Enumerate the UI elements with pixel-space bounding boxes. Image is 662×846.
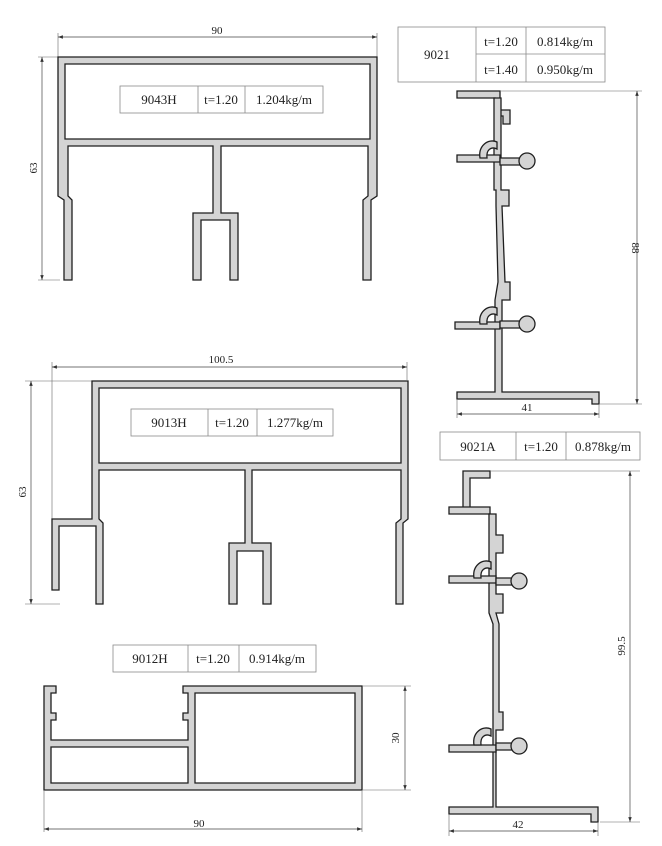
profile-code: 9021	[424, 47, 450, 62]
dim-label: 41	[522, 402, 533, 414]
dimension-9013h-height: 63	[17, 380, 92, 605]
bulb-9021-1	[518, 152, 536, 170]
unit-weight: 0.914kg/m	[249, 651, 305, 666]
dimension-9021a-height: 99.5	[490, 470, 640, 823]
bulb-9021a-1	[510, 572, 528, 590]
section-outline-9021a-tab-2	[448, 744, 497, 753]
profile-9021: 9021 t=1.20 0.814kg/m t=1.40 0.950kg/m 8…	[397, 26, 642, 418]
bulb-9021a-2	[510, 737, 528, 755]
section-outline-9021-bulb-arm-2	[499, 320, 521, 329]
dimension-9013h-width: 100.5	[51, 354, 408, 520]
profile-9012h: 9012H t=1.20 0.914kg/m 90 30	[43, 644, 411, 832]
dim-label: 90	[194, 818, 206, 830]
section-outline-9021a-top	[448, 470, 491, 515]
section-outline-9021	[456, 90, 511, 125]
spec-table-9013h: 9013H t=1.20 1.277kg/m	[130, 408, 334, 437]
wall-thickness: t=1.20	[215, 415, 249, 430]
dimension-9021a-width: 42	[448, 815, 599, 836]
dimension-9043h-width: 90	[57, 25, 378, 58]
unit-weight-1: 0.814kg/m	[537, 34, 593, 49]
section-outline-9021a-hook-2	[473, 727, 492, 746]
dim-label: 30	[390, 732, 402, 744]
profile-9043h: 90 63 9043H t=1.20 1.204kg/m	[28, 25, 378, 281]
section-outline-9021-web	[456, 97, 600, 405]
wall-thickness-1: t=1.20	[484, 34, 518, 49]
wall-thickness: t=1.20	[196, 651, 230, 666]
section-outline-9021-hook-1	[479, 140, 498, 159]
profile-9013h: 100.5 63 9013H t=1.20 1.277kg/m	[17, 354, 409, 605]
dim-label: 99.5	[616, 636, 628, 656]
dimension-9021-width: 41	[456, 400, 600, 418]
section-outline-9021-tab-2	[454, 321, 501, 330]
dimension-9043h-height: 63	[28, 56, 60, 281]
section-outline-9012h	[43, 685, 363, 791]
spec-table-9043h: 9043H t=1.20 1.204kg/m	[119, 85, 324, 114]
profile-code: 9021A	[460, 439, 496, 454]
dim-label: 63	[17, 486, 29, 498]
unit-weight: 1.204kg/m	[256, 92, 312, 107]
profile-code: 9043H	[141, 92, 176, 107]
dimension-9012h-height: 30	[362, 685, 411, 791]
section-outline-9043h	[57, 56, 378, 281]
dimension-9012h-width: 90	[43, 791, 363, 832]
section-outline-9021-bulb-arm-1	[499, 157, 521, 166]
unit-weight: 1.277kg/m	[267, 415, 323, 430]
dim-label: 100.5	[209, 354, 234, 366]
section-outline-9021a-tab-1	[448, 575, 497, 584]
section-outline-9013h	[51, 380, 409, 605]
spec-table-9021a: 9021A t=1.20 0.878kg/m	[439, 431, 641, 461]
unit-weight: 0.878kg/m	[575, 439, 631, 454]
wall-thickness: t=1.20	[524, 439, 558, 454]
dim-label: 42	[513, 819, 524, 831]
section-outline-9021a-bulb-arm-1	[495, 577, 513, 586]
spec-table-9021: 9021 t=1.20 0.814kg/m t=1.40 0.950kg/m	[397, 26, 606, 83]
wall-thickness-2: t=1.40	[484, 62, 518, 77]
profile-code: 9012H	[132, 651, 167, 666]
unit-weight-2: 0.950kg/m	[537, 62, 593, 77]
profile-code: 9013H	[151, 415, 186, 430]
dim-label: 88	[629, 243, 641, 255]
dim-label: 63	[28, 162, 40, 174]
profile-9021a: 9021A t=1.20 0.878kg/m 99.5 42	[439, 431, 641, 836]
section-outline-9021-hook-2	[479, 306, 498, 325]
dimension-9021-height: 88	[500, 90, 642, 405]
spec-table-9012h: 9012H t=1.20 0.914kg/m	[112, 644, 317, 673]
bulb-9021-2	[518, 315, 536, 333]
section-outline-9021a-web	[448, 513, 599, 823]
section-outline-9021a-bulb-arm-2	[495, 742, 513, 751]
section-outline-9021a-hook-1	[473, 560, 492, 579]
dim-label: 90	[212, 25, 224, 37]
section-outline-9021-tab-1	[456, 154, 501, 163]
wall-thickness: t=1.20	[204, 92, 238, 107]
